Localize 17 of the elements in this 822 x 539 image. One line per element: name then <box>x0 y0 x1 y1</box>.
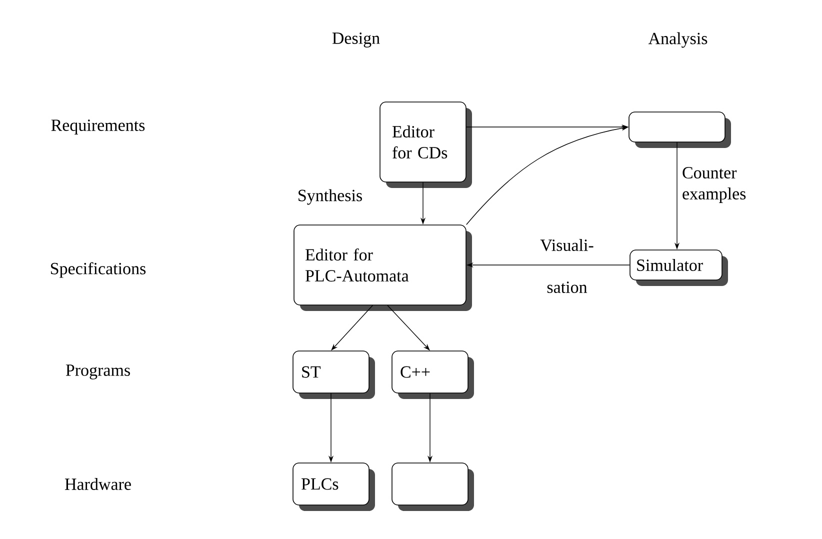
row-label: Requirements <box>51 120 145 134</box>
row-label: Analysis <box>648 32 708 48</box>
process-box <box>628 112 731 148</box>
row-label: Hardware <box>64 478 131 490</box>
process-box <box>392 462 474 511</box>
edge-label: Counter examples <box>682 167 746 203</box>
edge-label: Visuali- sation <box>540 239 594 293</box>
row-label: Design <box>332 32 380 48</box>
process-box: C++ <box>392 350 474 399</box>
edge-label: Synthesis <box>298 189 362 205</box>
process-box: Editor for CDs <box>380 102 472 188</box>
row-label: Specifications <box>51 262 146 278</box>
process-box: Simulator <box>630 250 728 286</box>
process-box: Editor for PLC-Automata <box>294 224 472 311</box>
process-box: ST <box>292 350 375 399</box>
row-label: Programs <box>66 364 130 380</box>
process-box: PLCs <box>292 462 375 511</box>
